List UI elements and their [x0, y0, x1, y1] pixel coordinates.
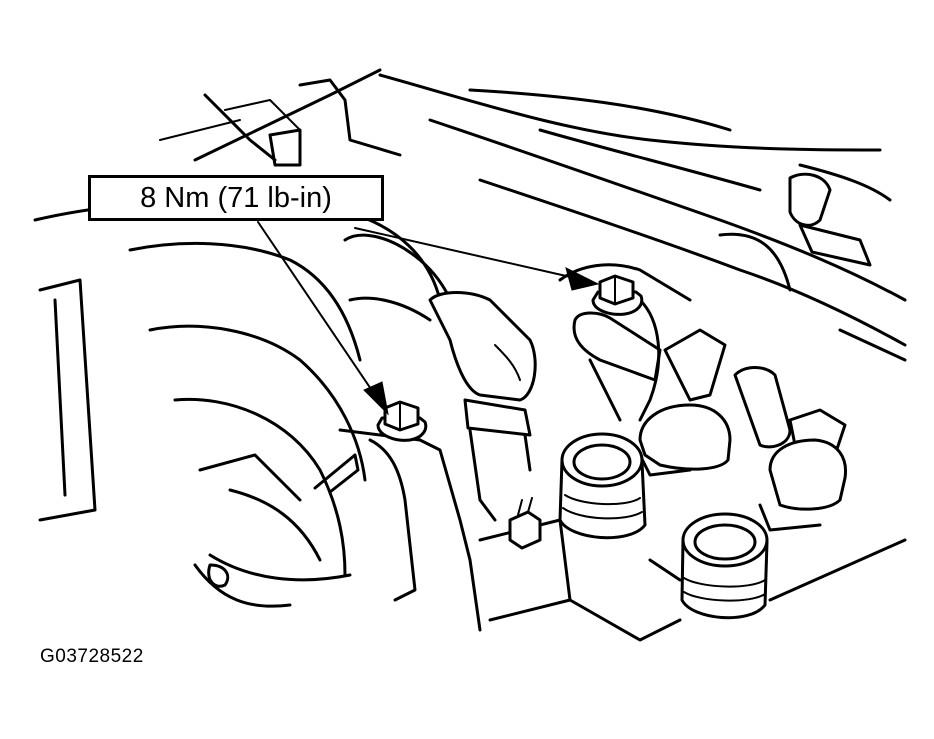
small-stud [508, 497, 542, 550]
upper-cowl-lines [159, 68, 402, 167]
upper-arrowhead [565, 267, 600, 291]
hose-and-clamp [343, 233, 537, 522]
upper-hose-lines [378, 73, 907, 362]
upper-bolt [591, 274, 644, 316]
spark-plug-wells [468, 432, 907, 642]
torque-label: 8 Nm (71 lb-in) [140, 181, 332, 214]
lower-bolt [376, 400, 428, 442]
figure-id: G03728522 [40, 646, 144, 667]
upper-bracket [558, 263, 692, 422]
torque-leader-lines [257, 221, 600, 416]
ignition-connectors [638, 328, 848, 532]
lower-arrowhead [363, 381, 389, 416]
torque-callout: 8 Nm (71 lb-in) [88, 175, 384, 221]
